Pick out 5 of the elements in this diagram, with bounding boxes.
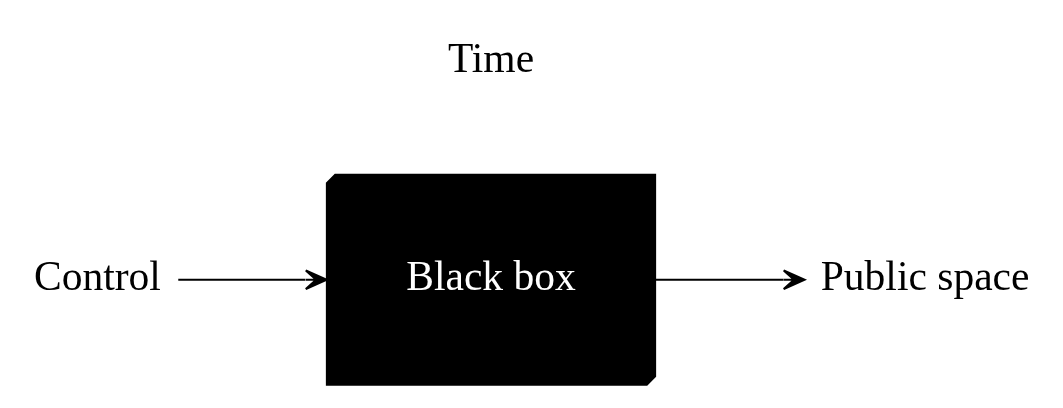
node-text: Public space [820, 252, 1030, 299]
arrow [655, 268, 806, 290]
arrow [178, 268, 328, 290]
node-text: Control [33, 252, 161, 299]
label: Time [447, 34, 535, 81]
